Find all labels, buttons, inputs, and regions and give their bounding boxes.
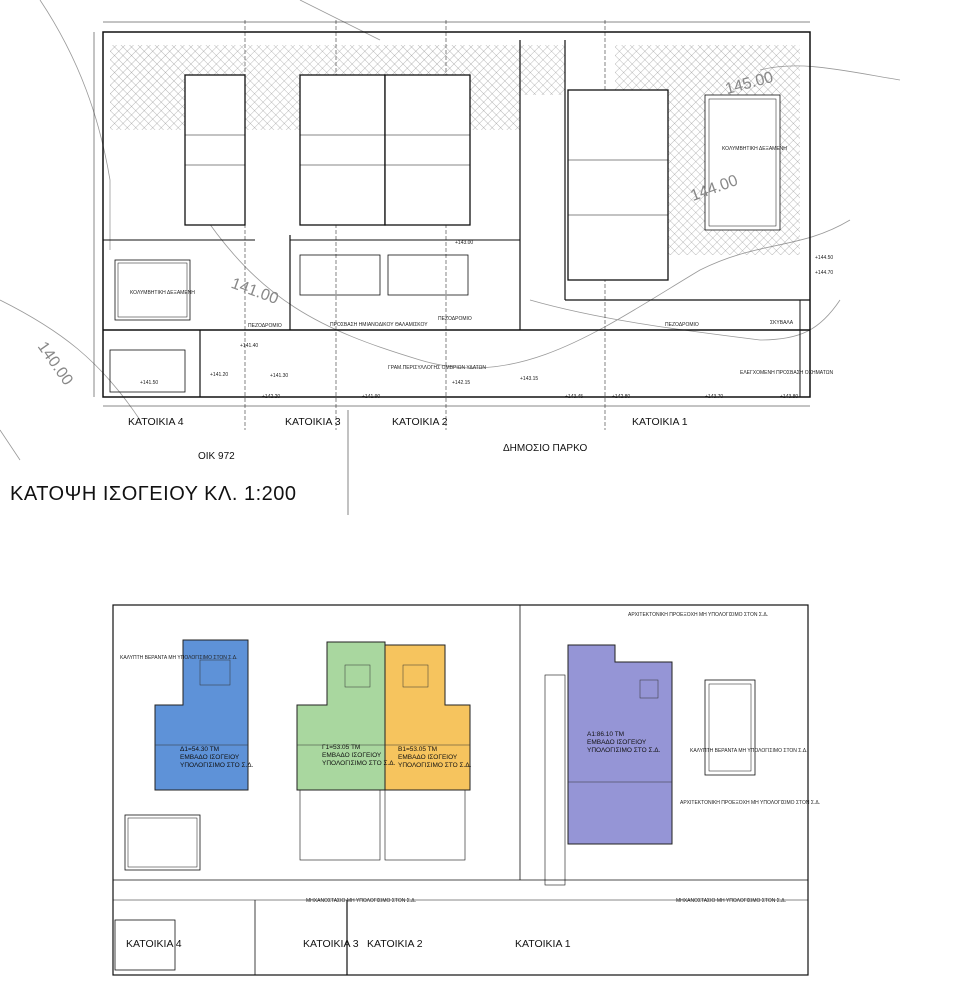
area-note: ΥΠΟΛΟΓΙΣΙΜΟ ΣΤΟ Σ.Δ. [322,760,396,767]
area-note: ΥΠΟΛΟΓΙΣΙΜΟ ΣΤΟ Σ.Δ. [180,762,254,769]
unit-label-4: ΚΑΤΟΙΚΙΑ 4 [128,416,184,428]
area-note: ΥΠΟΛΟΓΙΣΙΜΟ ΣΤΟ Σ.Δ. [398,762,472,769]
note-veranda: ΚΑΛΥΠΤΗ ΒΕΡΑΝΤΑ ΜΗ ΥΠΟΛΟΓΙΣΙΜΟ ΣΤΟΝ Σ.Δ. [120,655,238,661]
area-unit-3 [296,641,386,791]
area-code: Δ1=54.30 ΤΜ [180,746,220,753]
note-controlled-access: ΕΛΕΓΧΟΜΕΝΗ ΠΡΟΣΒΑΣΗ ΟΧΗΜΑΤΩΝ [740,370,834,376]
note-pool: ΚΟΛΥΜΒΗΤΙΚΗ ΔΕΞΑΜΕΝΗ [722,146,787,152]
contour-lines [0,0,901,461]
area-unit-2 [384,644,471,791]
area-unit-4 [154,639,249,791]
unit-label-2: ΚΑΤΟΙΚΙΑ 2 [367,938,423,950]
area-label-unit-3: Γ1=53.05 ΤΜ ΕΜΒΑΔΟ ΙΣΟΓΕΙΟΥ ΥΠΟΛΟΓΙΣΙΜΟ … [322,744,395,768]
level-mark: +143.45 [565,394,584,400]
level-mark: +141.20 [210,372,229,378]
area-desc: ΕΜΒΑΔΟ ΙΣΟΓΕΙΟΥ [180,754,240,761]
level-mark: +141.50 [140,380,159,386]
bottom-plan [112,604,809,976]
drawing-title: ΚΑΤΟΨΗ ΙΣΟΓΕΙΟΥ ΚΛ. 1:200 [10,483,297,505]
area-unit-1 [567,644,673,845]
unit-label-2: ΚΑΤΟΙΚΙΑ 2 [392,416,448,428]
note-sidewalk: ΠΕΖΟΔΡΟΜΙΟ [665,322,699,328]
note-sidewalk: ΠΕΖΟΔΡΟΜΙΟ [438,316,472,322]
level-mark: +141.40 [240,343,259,349]
area-desc: ΕΜΒΑΔΟ ΙΣΟΓΕΙΟΥ [398,754,458,761]
level-mark: +142.20 [262,394,281,400]
note-sidewalk: ΠΕΖΟΔΡΟΜΙΟ [248,323,282,329]
area-desc: ΕΜΒΑΔΟ ΙΣΟΓΕΙΟΥ [587,739,647,746]
area-code: Β1=53.05 ΤΜ [398,746,438,753]
note-meter-access: ΠΡΟΣΒΑΣΗ ΗΜΙΑΝΟΔΙΚΟΥ ΘΑΛΑΜΙΣΚΟΥ [330,322,428,328]
level-mark: +143.00 [455,240,474,246]
level-mark: +142.15 [452,380,471,386]
area-code: Γ1=53.05 ΤΜ [322,744,361,751]
level-mark: +142.80 [612,394,631,400]
level-mark: +144.70 [815,270,834,276]
area-desc: ΕΜΒΑΔΟ ΙΣΟΓΕΙΟΥ [322,752,382,759]
top-plan [93,21,811,407]
note-refuse: ΣΚΥΒΑΛΑ [770,320,794,326]
area-code: Α1:86.10 ΤΜ [587,731,625,738]
area-note: ΥΠΟΛΟΓΙΣΙΜΟ ΣΤΟ Σ.Δ. [587,747,661,754]
plot-label: ΟΙΚ 972 [198,451,235,462]
note-rain-channel: ΓΡΑΜ.ΠΕΡΙΣΥΛΛΟΓΗΣ ΟΜΒΡΙΩΝ ΥΔΑΤΩΝ [388,365,486,371]
note-mech-room: ΜΗΧΑΝΟΣΤΑΣΙΟ ΜΗ ΥΠΟΛΟΓΙΣΙΜΟ ΣΤΟΝ Σ.Δ. [676,898,786,904]
unit-label-3: ΚΑΤΟΙΚΙΑ 3 [285,416,341,428]
level-mark: +143.80 [780,394,799,400]
unit-label-4: ΚΑΤΟΙΚΙΑ 4 [126,938,182,950]
note-veranda: ΚΑΛΥΠΤΗ ΒΕΡΑΝΤΑ ΜΗ ΥΠΟΛΟΓΙΣΙΜΟ ΣΤΟΝ Σ.Δ. [690,748,808,754]
area-label-unit-1: Α1:86.10 ΤΜ ΕΜΒΑΔΟ ΙΣΟΓΕΙΟΥ ΥΠΟΛΟΓΙΣΙΜΟ … [587,731,660,755]
unit-label-1: ΚΑΤΟΙΚΙΑ 1 [515,938,571,950]
note-pool: ΚΟΛΥΜΒΗΤΙΚΗ ΔΕΞΑΜΕΝΗ [130,290,195,296]
unit-label-1: ΚΑΤΟΙΚΙΑ 1 [632,416,688,428]
park-label: ΔΗΜΟΣΙΟ ΠΑΡΚΟ [503,443,588,454]
unit-label-3: ΚΑΤΟΙΚΙΑ 3 [303,938,359,950]
area-label-unit-2: Β1=53.05 ΤΜ ΕΜΒΑΔΟ ΙΣΟΓΕΙΟΥ ΥΠΟΛΟΓΙΣΙΜΟ … [398,746,471,770]
level-mark: +141.30 [270,373,289,379]
level-mark: +144.50 [815,255,834,261]
level-mark: +143.70 [705,394,724,400]
note-mech-room: ΜΗΧΑΝΟΣΤΑΣΙΟ ΜΗ ΥΠΟΛΟΓΙΣΙΜΟ ΣΤΟΝ Σ.Δ. [306,898,416,904]
note-arch-projection: ΑΡΧΙΤΕΚΤΟΝΙΚΗ ΠΡΟΕΞΟΧΗ ΜΗ ΥΠΟΛΟΓΙΣΙΜΟ ΣΤ… [680,800,821,806]
note-arch-projection: ΑΡΧΙΤΕΚΤΟΝΙΚΗ ΠΡΟΕΞΟΧΗ ΜΗ ΥΠΟΛΟΓΙΣΙΜΟ ΣΤ… [628,612,769,618]
level-mark: +141.90 [362,394,381,400]
level-mark: +143.15 [520,376,539,382]
area-label-unit-4: Δ1=54.30 ΤΜ ΕΜΒΑΔΟ ΙΣΟΓΕΙΟΥ ΥΠΟΛΟΓΙΣΙΜΟ … [180,746,253,770]
